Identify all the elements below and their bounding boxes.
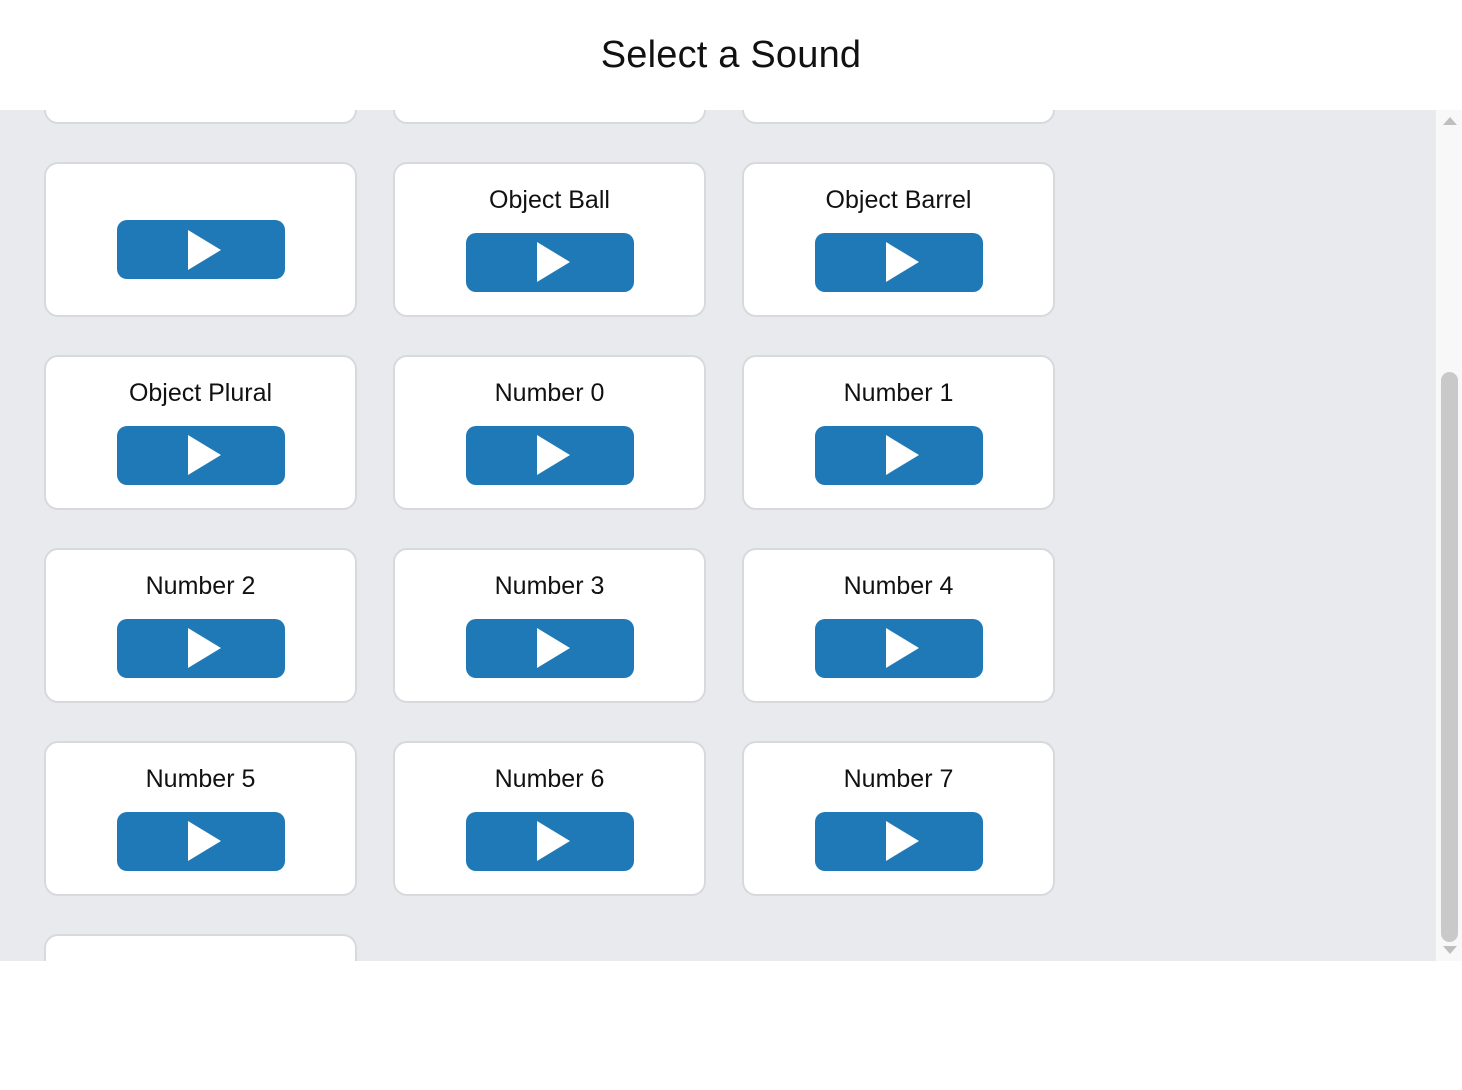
sound-card-label: Number 3 (494, 571, 605, 600)
play-icon (188, 229, 221, 270)
play-icon (886, 821, 919, 861)
sound-card-label: Number 5 (145, 764, 256, 793)
play-button[interactable] (465, 618, 634, 678)
sound-card-label: Number 6 (494, 764, 605, 793)
sound-card[interactable]: Number 7 (742, 741, 1055, 896)
play-icon (188, 628, 221, 668)
scroll-down-arrow-button[interactable] (1436, 939, 1462, 961)
play-button[interactable] (814, 811, 983, 871)
sound-card-label: Number 2 (145, 571, 256, 600)
sound-card-label: Object Plural (128, 378, 273, 407)
play-icon (886, 435, 919, 475)
play-icon (537, 242, 570, 282)
play-button[interactable] (814, 425, 983, 485)
chevron-up-icon (1442, 117, 1457, 125)
play-icon (537, 435, 570, 475)
page-title: Select a Sound (600, 34, 862, 76)
play-button[interactable] (116, 811, 285, 871)
sound-card[interactable]: Number 5 (44, 741, 357, 896)
sound-card[interactable]: Number 6 (393, 741, 706, 896)
sound-card-label: Number 7 (843, 764, 954, 793)
chevron-down-icon (1442, 946, 1457, 954)
play-icon (886, 628, 919, 668)
play-button[interactable] (465, 425, 634, 485)
play-button[interactable] (116, 425, 285, 485)
sound-card[interactable] (742, 110, 1055, 124)
scrollbar-thumb[interactable] (1441, 372, 1458, 942)
play-button[interactable] (814, 232, 983, 292)
play-button[interactable] (814, 618, 983, 678)
sound-card[interactable] (44, 162, 357, 317)
play-button[interactable] (465, 232, 634, 292)
scroll-up-arrow-button[interactable] (1436, 110, 1462, 132)
sound-card-label: Number 8 (146, 959, 256, 961)
sound-card-label: Number 0 (494, 378, 605, 407)
play-icon (537, 628, 570, 668)
sound-card[interactable]: Number 2 (44, 548, 357, 703)
sound-card-label: Object Barrel (825, 185, 972, 214)
sound-card[interactable]: Number 3 (393, 548, 706, 703)
play-button[interactable] (116, 220, 285, 279)
sound-card[interactable]: Number 4 (742, 548, 1055, 703)
sound-card[interactable] (393, 110, 706, 124)
sound-card-label: Number 4 (843, 571, 954, 600)
sound-card[interactable]: Object Ball (393, 162, 706, 317)
sound-card[interactable]: Number 0 (393, 355, 706, 510)
sound-card-label: Number 1 (843, 378, 954, 407)
vertical-scrollbar[interactable] (1435, 110, 1462, 961)
sound-card[interactable]: Object Plural (44, 355, 357, 510)
sound-card[interactable]: Number 1 (742, 355, 1055, 510)
play-icon (188, 821, 221, 861)
play-button[interactable] (465, 811, 634, 871)
play-button[interactable] (116, 618, 285, 678)
sound-card[interactable]: Number 8 (44, 934, 357, 961)
dialog-footer: Cancel Select File (0, 961, 1462, 1090)
sound-card[interactable]: Object Barrel (742, 162, 1055, 317)
play-icon (886, 242, 919, 282)
play-icon (537, 821, 570, 861)
sound-card[interactable] (44, 110, 357, 124)
sound-card-label: Object Ball (489, 185, 610, 214)
play-icon (188, 435, 221, 475)
